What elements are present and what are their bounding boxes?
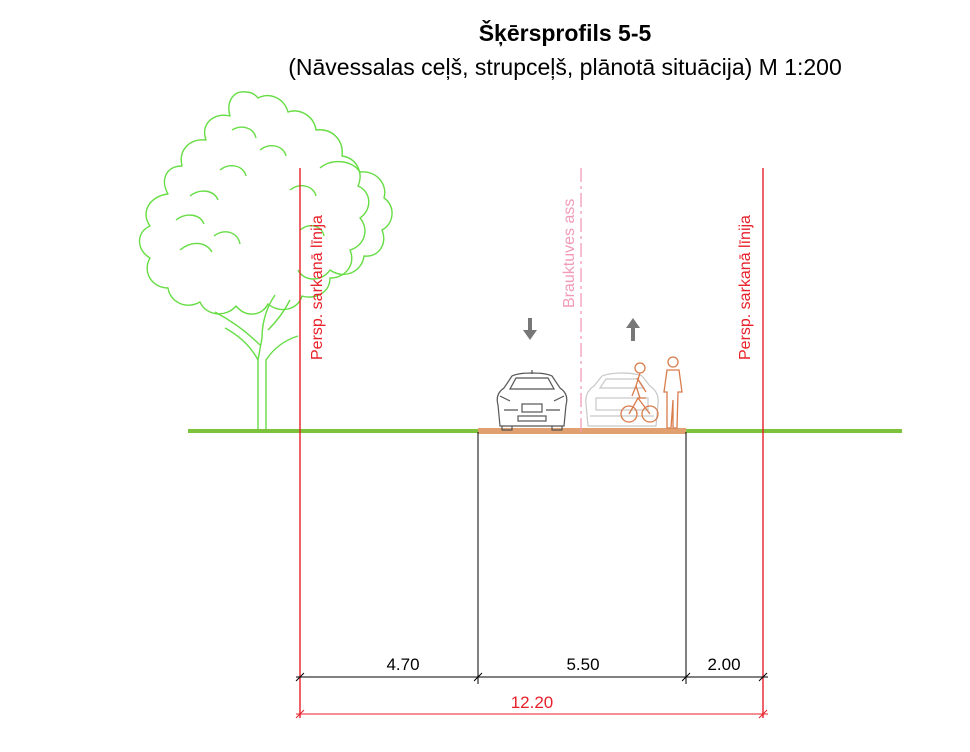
car-front-icon xyxy=(496,370,568,431)
dimension-line-segments xyxy=(295,672,768,682)
dimension-middle-label: 5.50 xyxy=(566,655,599,674)
drawing-title: Šķērsprofils 5-5 xyxy=(478,20,652,46)
car-rear-icon xyxy=(585,372,659,427)
tree-icon xyxy=(138,91,393,430)
red-line-right-label: Persp. sarkanā līnija xyxy=(737,215,754,360)
dimension-left-label: 4.70 xyxy=(386,655,419,674)
arrow-up-icon xyxy=(626,318,640,341)
cyclist-icon xyxy=(620,362,659,423)
carriageway-surface xyxy=(478,428,686,434)
dimension-line-total xyxy=(295,709,768,719)
dimension-total-label: 12.20 xyxy=(511,693,554,712)
red-line-left-label: Persp. sarkanā līnija xyxy=(309,215,326,360)
dimension-right-label: 2.00 xyxy=(707,655,740,674)
pedestrian-icon xyxy=(663,356,683,429)
drawing-subtitle: (Nāvessalas ceļš, strupceļš, plānotā sit… xyxy=(288,54,842,80)
dimension-extension-lines xyxy=(477,432,687,684)
road-axis-label: Brauktuves ass xyxy=(561,199,578,308)
arrow-down-icon xyxy=(523,318,537,340)
